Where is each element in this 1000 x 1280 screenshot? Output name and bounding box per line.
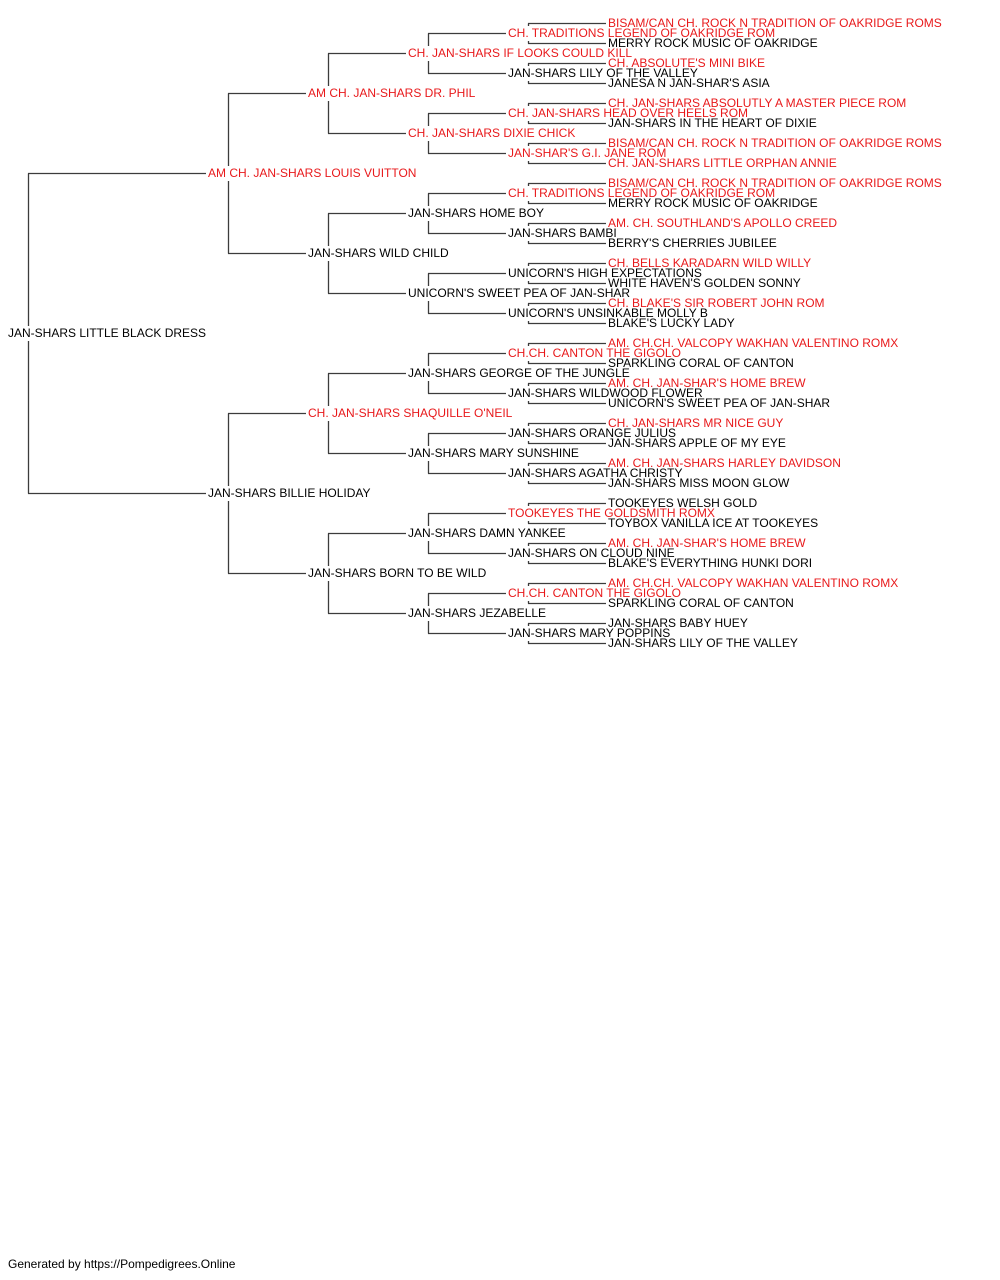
dam-name-gen4: JAN-SHARS MARY POPPINS <box>508 626 671 640</box>
sire-name-gen5: CH. BLAKE'S SIR ROBERT JOHN ROM <box>608 296 825 310</box>
dam-name-gen2: JAN-SHARS WILD CHILD <box>308 246 449 260</box>
sire-name-gen5: CH. JAN-SHARS ABSOLUTLY A MASTER PIECE R… <box>608 96 907 110</box>
sire-name-gen5: AM. CH. JAN-SHAR'S HOME BREW <box>608 536 806 550</box>
dam-name-gen4: JAN-SHARS ON CLOUD NINE <box>508 546 675 560</box>
dam-name-gen4: JAN-SHAR'S G.I. JANE ROM <box>508 146 667 160</box>
dam-name-gen4: UNICORN'S UNSINKABLE MOLLY B <box>508 306 708 320</box>
dam-name-gen5: WHITE HAVEN'S GOLDEN SONNY <box>608 276 801 290</box>
dam-name-gen5: JANESA N JAN-SHAR'S ASIA <box>608 76 770 90</box>
sire-name-gen5: CH. BELLS KARADARN WILD WILLY <box>608 256 812 270</box>
dam-name-gen5: SPARKLING CORAL OF CANTON <box>608 356 794 370</box>
sire-name-gen3: JAN-SHARS GEORGE OF THE JUNGLE <box>408 366 630 380</box>
sire-name-gen5: AM. CH. JAN-SHARS HARLEY DAVIDSON <box>608 456 841 470</box>
sire-name-gen4: CH. TRADITIONS LEGEND OF OAKRIDGE ROM <box>508 186 776 200</box>
dam-name-gen5: BLAKE'S LUCKY LADY <box>608 316 735 330</box>
dam-name-gen4: JAN-SHARS WILDWOOD FLOWER <box>508 386 703 400</box>
subject-name-gen0: JAN-SHARS LITTLE BLACK DRESS <box>8 326 207 340</box>
sire-name-gen5: CH. JAN-SHARS MR NICE GUY <box>608 416 784 430</box>
sire-name-gen5: BISAM/CAN CH. ROCK N TRADITION OF OAKRID… <box>608 16 942 30</box>
sire-name-gen4: CH.CH. CANTON THE GIGOLO <box>508 346 681 360</box>
sire-name-gen4: CH.CH. CANTON THE GIGOLO <box>508 586 681 600</box>
sire-name-gen4: UNICORN'S HIGH EXPECTATIONS <box>508 266 702 280</box>
sire-name-gen5: TOOKEYES WELSH GOLD <box>608 496 758 510</box>
sire-name-gen3: JAN-SHARS HOME BOY <box>408 206 545 220</box>
dam-name-gen5: CH. JAN-SHARS LITTLE ORPHAN ANNIE <box>608 156 837 170</box>
sire-name-gen5: JAN-SHARS BABY HUEY <box>608 616 748 630</box>
dam-name-gen5: SPARKLING CORAL OF CANTON <box>608 596 794 610</box>
sire-name-gen3: CH. JAN-SHARS IF LOOKS COULD KILL <box>408 46 633 60</box>
dam-name-gen2: JAN-SHARS BORN TO BE WILD <box>308 566 487 580</box>
sire-name-gen1: AM CH. JAN-SHARS LOUIS VUITTON <box>208 166 417 180</box>
dam-name-gen3: CH. JAN-SHARS DIXIE CHICK <box>408 126 576 140</box>
dam-name-gen5: BERRY'S CHERRIES JUBILEE <box>608 236 777 250</box>
sire-name-gen4: CH. TRADITIONS LEGEND OF OAKRIDGE ROM <box>508 26 776 40</box>
sire-name-gen2: AM CH. JAN-SHARS DR. PHIL <box>308 86 476 100</box>
dam-name-gen5: UNICORN'S SWEET PEA OF JAN-SHAR <box>608 396 831 410</box>
dam-name-gen3: JAN-SHARS JEZABELLE <box>408 606 547 620</box>
sire-name-gen5: AM. CH.CH. VALCOPY WAKHAN VALENTINO ROMX <box>608 576 899 590</box>
sire-name-gen4: CH. JAN-SHARS HEAD OVER HEELS ROM <box>508 106 749 120</box>
dam-name-gen5: TOYBOX VANILLA ICE AT TOOKEYES <box>608 516 819 530</box>
sire-name-gen5: AM. CH.CH. VALCOPY WAKHAN VALENTINO ROMX <box>608 336 899 350</box>
dam-name-gen4: JAN-SHARS LILY OF THE VALLEY <box>508 66 698 80</box>
dam-name-gen1: JAN-SHARS BILLIE HOLIDAY <box>208 486 371 500</box>
dam-name-gen3: JAN-SHARS MARY SUNSHINE <box>408 446 579 460</box>
dam-name-gen5: JAN-SHARS MISS MOON GLOW <box>608 476 790 490</box>
dam-name-gen3: UNICORN'S SWEET PEA OF JAN-SHAR <box>408 286 631 300</box>
sire-name-gen4: TOOKEYES THE GOLDSMITH ROMX <box>508 506 715 520</box>
dam-name-gen4: JAN-SHARS BAMBI <box>508 226 617 240</box>
sire-name-gen5: AM. CH. JAN-SHAR'S HOME BREW <box>608 376 806 390</box>
sire-name-gen2: CH. JAN-SHARS SHAQUILLE O'NEIL <box>308 406 513 420</box>
dam-name-gen5: JAN-SHARS APPLE OF MY EYE <box>608 436 786 450</box>
sire-name-gen4: JAN-SHARS ORANGE JULIUS <box>508 426 677 440</box>
sire-name-gen5: CH. ABSOLUTE'S MINI BIKE <box>608 56 765 70</box>
sire-name-gen5: BISAM/CAN CH. ROCK N TRADITION OF OAKRID… <box>608 136 942 150</box>
generated-by-footer: Generated by https://Pompedigrees.Online <box>8 1257 236 1271</box>
sire-name-gen5: BISAM/CAN CH. ROCK N TRADITION OF OAKRID… <box>608 176 942 190</box>
sire-name-gen3: JAN-SHARS DAMN YANKEE <box>408 526 566 540</box>
dam-name-gen5: MERRY ROCK MUSIC OF OAKRIDGE <box>608 36 818 50</box>
dam-name-gen5: JAN-SHARS LILY OF THE VALLEY <box>608 636 798 650</box>
dam-name-gen5: BLAKE'S EVERYTHING HUNKI DORI <box>608 556 813 570</box>
dam-name-gen4: JAN-SHARS AGATHA CHRISTY <box>508 466 683 480</box>
dam-name-gen5: JAN-SHARS IN THE HEART OF DIXIE <box>608 116 817 130</box>
dam-name-gen5: MERRY ROCK MUSIC OF OAKRIDGE <box>608 196 818 210</box>
sire-name-gen5: AM. CH. SOUTHLAND'S APOLLO CREED <box>608 216 838 230</box>
